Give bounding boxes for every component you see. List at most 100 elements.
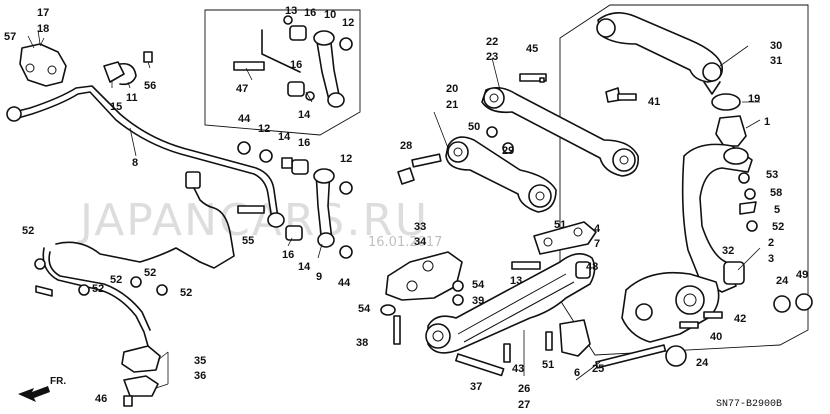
callout-27: 27 xyxy=(518,399,530,411)
callout-8: 8 xyxy=(132,157,138,169)
callout-47: 47 xyxy=(236,83,248,95)
bolt xyxy=(455,353,505,377)
callout-54b: 54 xyxy=(358,303,371,315)
callout-1: 1 xyxy=(764,116,770,128)
callout-33: 33 xyxy=(414,221,426,233)
abs-sensor-bracket xyxy=(123,375,159,397)
callout-4: 4 xyxy=(594,223,601,235)
nut xyxy=(237,141,251,155)
washer xyxy=(744,188,756,200)
dust-boot xyxy=(715,115,747,147)
callout-25: 25 xyxy=(592,363,604,375)
callout-16c: 16 xyxy=(298,137,310,149)
clip xyxy=(739,201,757,215)
callout-45: 45 xyxy=(526,43,538,55)
clip xyxy=(34,258,46,270)
nut xyxy=(339,245,353,259)
boot xyxy=(711,93,741,111)
nut xyxy=(339,37,353,51)
callout-3: 3 xyxy=(768,253,774,265)
nut xyxy=(773,295,791,313)
diagram-code: SN77-B2900B xyxy=(716,399,782,410)
link-bushing xyxy=(287,81,305,97)
link-bushing xyxy=(285,225,303,241)
lower-control-arm xyxy=(425,253,596,357)
washer xyxy=(305,91,315,101)
callout-19: 19 xyxy=(748,93,760,105)
knuckle-lower-body xyxy=(621,271,720,343)
washer xyxy=(281,157,293,169)
nut xyxy=(259,149,273,163)
callout-38: 38 xyxy=(356,337,368,349)
stabilizer-link-upper xyxy=(233,15,353,108)
bolt xyxy=(233,61,265,71)
callout-52f: 52 xyxy=(772,221,784,233)
nut xyxy=(746,220,758,232)
callout-40: 40 xyxy=(710,331,722,343)
bolt xyxy=(703,311,723,319)
mount-bracket xyxy=(533,221,597,255)
callout-16b: 16 xyxy=(290,59,302,71)
callout-12: 12 xyxy=(342,17,354,29)
washer xyxy=(795,293,813,311)
callout-49: 49 xyxy=(796,269,808,281)
lower-arm-bracket xyxy=(559,319,591,357)
nut xyxy=(665,345,687,367)
callout-41: 41 xyxy=(648,96,660,108)
bolt-28 xyxy=(397,153,442,185)
callout-11: 11 xyxy=(126,92,138,104)
callout-32: 32 xyxy=(722,245,734,257)
callout-13: 13 xyxy=(285,5,297,17)
watermark-date: 16.01.2017 xyxy=(368,235,442,250)
callout-57: 57 xyxy=(4,31,16,43)
washer xyxy=(452,294,464,306)
stabilizer-bar-body xyxy=(13,85,279,219)
upper-arm-frame xyxy=(559,4,809,356)
callout-14b: 14 xyxy=(278,131,291,143)
callout-26: 26 xyxy=(518,383,530,395)
callout-14c: 14 xyxy=(298,261,311,273)
callout-46: 46 xyxy=(95,393,107,405)
callout-35: 35 xyxy=(194,355,206,367)
callout-6: 6 xyxy=(574,367,580,379)
callout-13b: 13 xyxy=(510,275,522,287)
callout-50: 50 xyxy=(468,121,480,133)
bolt xyxy=(519,73,547,82)
callout-44b: 44 xyxy=(338,277,351,289)
knuckle-upper-body xyxy=(681,143,753,293)
link-end xyxy=(327,92,345,108)
clip xyxy=(156,284,168,296)
callout-52b: 52 xyxy=(92,283,104,295)
callout-52e: 52 xyxy=(180,287,192,299)
callout-18: 18 xyxy=(37,23,49,35)
cotter-pin xyxy=(738,172,750,184)
callout-10: 10 xyxy=(324,9,336,21)
callout-labels: 17 18 57 15 11 56 8 13 16 10 12 16 47 14… xyxy=(4,5,808,411)
stabilizer-link-frame xyxy=(204,9,361,136)
callout-36: 36 xyxy=(194,370,206,382)
callout-43: 43 xyxy=(512,363,524,375)
callout-58: 58 xyxy=(770,187,782,199)
trailing-bracket xyxy=(385,251,463,301)
bracket-hole xyxy=(25,63,35,73)
link-bushing xyxy=(291,159,309,175)
watermark: JAPANCARS.RU xyxy=(77,195,429,246)
compensator-arm-body xyxy=(445,136,557,213)
bolt xyxy=(545,331,553,351)
stabilizer-bushing xyxy=(103,61,125,83)
long-bolt xyxy=(595,344,667,369)
nut xyxy=(452,280,464,292)
callout-24: 24 xyxy=(776,275,789,287)
callout-44: 44 xyxy=(238,113,251,125)
stabilizer-bracket-group xyxy=(19,29,153,87)
callout-17: 17 xyxy=(37,7,49,19)
link-bushing xyxy=(289,25,307,41)
nut xyxy=(502,142,514,154)
link-end xyxy=(313,30,335,46)
bracket-hole xyxy=(47,65,57,75)
callout-21: 21 xyxy=(446,99,458,111)
fasteners xyxy=(380,77,723,377)
bolt xyxy=(503,343,511,363)
bolt xyxy=(123,395,133,407)
stabilizer-bar-end xyxy=(267,212,285,228)
